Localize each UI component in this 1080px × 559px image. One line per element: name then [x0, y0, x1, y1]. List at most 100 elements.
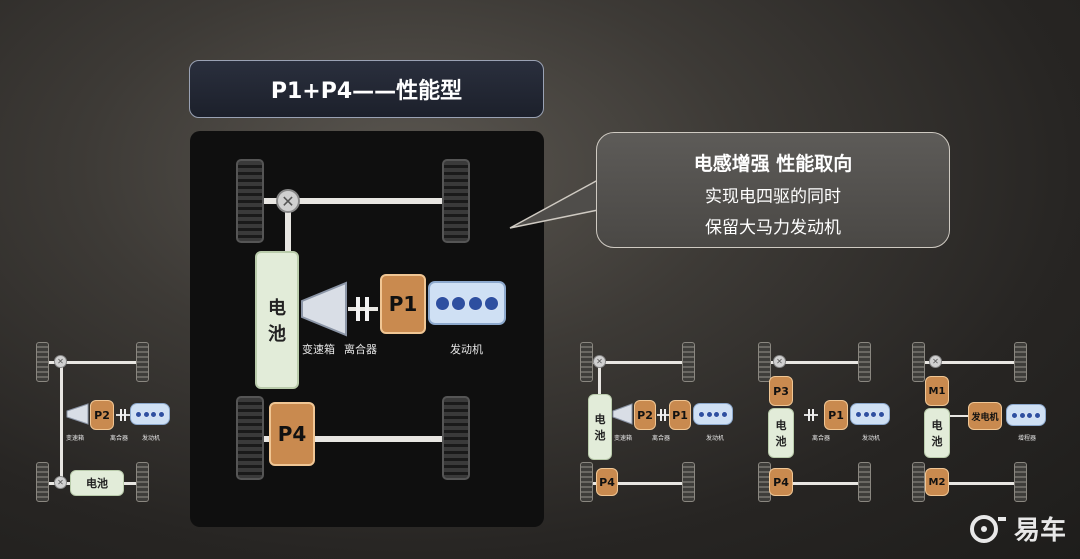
callout-heading: 电感增强 性能取向: [693, 153, 853, 175]
rear-right-tire: [442, 396, 470, 480]
cylinder-icon: [862, 410, 870, 418]
cylinder-icon: [150, 410, 158, 418]
p1-motor: P1: [824, 400, 848, 430]
differential-icon: ✕: [54, 476, 67, 489]
tire: [912, 342, 925, 382]
tire: [580, 342, 593, 382]
engine-block: [1006, 404, 1046, 426]
p4-motor: P4: [769, 468, 793, 496]
generator-block: 发电机: [968, 402, 1002, 430]
cylinder-icon: [484, 295, 500, 311]
cylinder-icon: [1026, 411, 1034, 419]
m1-motor: M1: [925, 376, 949, 406]
drive-shaft: [285, 211, 291, 251]
axle: [592, 482, 692, 485]
gearbox-label: 变速箱: [66, 435, 85, 442]
engine-block: [428, 281, 506, 325]
cylinder-icon: [467, 295, 483, 311]
gearbox-icon: [66, 403, 89, 425]
link: [950, 415, 968, 417]
gearbox-label: 变速箱: [614, 435, 633, 442]
shaft: [598, 367, 601, 397]
engine-label: 发动机: [142, 435, 161, 442]
clutch-icon: [116, 409, 130, 421]
front-left-tire: [236, 159, 264, 243]
gearbox-label: 变速箱: [302, 343, 335, 356]
axle: [924, 361, 1024, 364]
clutch-icon: [804, 409, 818, 421]
clutch-label: 离合器: [110, 435, 129, 442]
main-diagram-panel: ✕ 电 池 P1 P4 变速箱 离合器 发动机: [190, 131, 544, 527]
differential-icon: ✕: [593, 355, 606, 368]
slide-title: P1+P4——性能型: [189, 60, 544, 118]
cylinder-icon: [1018, 411, 1026, 419]
tire: [682, 462, 695, 502]
tire: [758, 342, 771, 382]
differential-icon: ✕: [773, 355, 786, 368]
p4-motor: P4: [269, 402, 315, 466]
axle: [770, 482, 870, 485]
cylinder-icon: [1034, 411, 1042, 419]
watermark-logo: 易车: [968, 510, 1066, 547]
cylinder-icon: [721, 410, 729, 418]
battery-block: 电 池: [924, 408, 950, 458]
mini-diagram-series: ✕ M1 电 池 发电机 增程器 M2: [910, 342, 1050, 504]
clutch-icon: [657, 409, 669, 421]
battery-block: 电 池: [255, 251, 299, 389]
engine-block: [130, 403, 170, 425]
callout-line-1: 实现电四驱的同时: [705, 187, 841, 207]
p2-motor: P2: [90, 400, 114, 430]
cylinder-icon: [870, 410, 878, 418]
cylinder-icon: [451, 295, 467, 311]
tire: [36, 342, 49, 382]
cylinder-icon: [854, 410, 862, 418]
gearbox-icon: [612, 403, 633, 425]
tire: [682, 342, 695, 382]
gearbox-icon: [301, 281, 347, 337]
differential-icon: ✕: [54, 355, 67, 368]
range-extender-label: 增程器: [1018, 435, 1037, 442]
p1-motor: P1: [669, 400, 691, 430]
battery-block: 电 池: [768, 408, 794, 458]
engine-label: 发动机: [706, 435, 725, 442]
mini-diagram-p3-p1-p4: ✕ P3 电 池 P1 离合器 发动机 P4: [756, 342, 896, 504]
cylinder-icon: [142, 410, 150, 418]
tire: [912, 462, 925, 502]
yiche-logo-icon: [969, 514, 1006, 543]
m2-motor: M2: [925, 468, 949, 496]
axle: [592, 361, 692, 364]
tire: [1014, 462, 1027, 502]
cylinder-icon: [878, 410, 886, 418]
engine-block: [850, 403, 890, 425]
p3-motor: P3: [769, 376, 793, 406]
battery-block: 电 池: [588, 394, 612, 460]
clutch-label: 离合器: [344, 343, 377, 356]
axle: [48, 361, 148, 364]
axle: [770, 361, 870, 364]
cylinder-icon: [434, 295, 450, 311]
differential-icon: ✕: [276, 189, 300, 213]
p1-motor: P1: [380, 274, 426, 334]
rear-axle: [260, 436, 452, 442]
clutch-label: 离合器: [652, 435, 671, 442]
cylinder-icon: [697, 410, 705, 418]
cylinder-icon: [158, 410, 166, 418]
callout-pointer: [509, 178, 599, 229]
tire: [36, 462, 49, 502]
tire: [136, 342, 149, 382]
engine-label: 发动机: [862, 435, 881, 442]
tire: [858, 342, 871, 382]
mini-diagram-p2: ✕ ✕ P2 变速箱 离合器 发动机 电池: [34, 342, 170, 504]
engine-label: 发动机: [450, 343, 483, 356]
tire: [1014, 342, 1027, 382]
cylinder-icon: [705, 410, 713, 418]
tire: [580, 462, 593, 502]
p2-motor: P2: [634, 400, 656, 430]
clutch-label: 离合器: [812, 435, 831, 442]
mini-diagram-p2-p1-p4: ✕ 电 池 P2 P1 变速箱 离合器 发动机 P4: [578, 342, 738, 504]
tire: [136, 462, 149, 502]
differential-icon: ✕: [929, 355, 942, 368]
watermark-text: 易车: [1013, 516, 1066, 546]
cylinder-icon: [134, 410, 142, 418]
rear-left-tire: [236, 396, 264, 480]
